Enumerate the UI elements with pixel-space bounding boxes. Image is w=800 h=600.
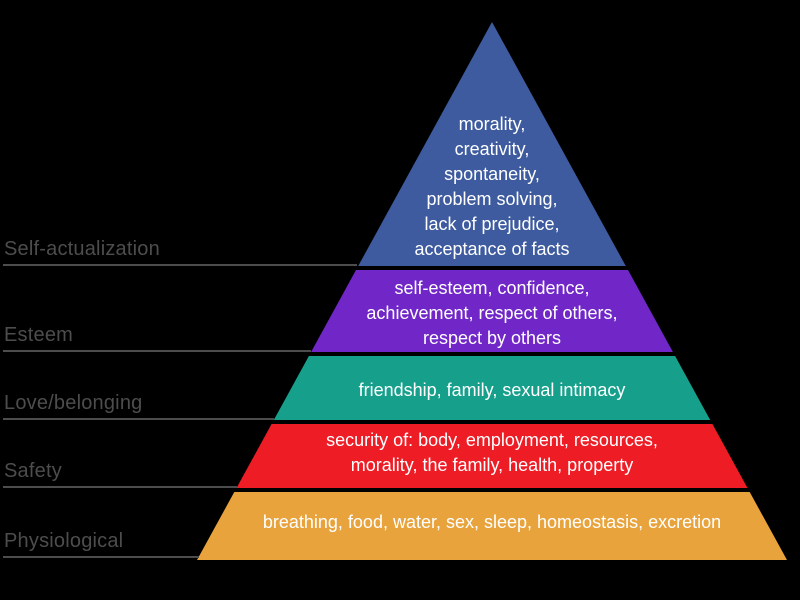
level-text-self-actualization: morality, creativity, spontaneity, probl… <box>332 112 652 262</box>
level-text-esteem: self-esteem, confidence, achievement, re… <box>312 276 672 351</box>
level-text-line: self-esteem, confidence, <box>394 278 590 298</box>
label-connector-line-safety <box>3 486 237 488</box>
level-label-love-belonging: Love/belonging <box>4 392 143 414</box>
label-connector-line-physiological <box>3 556 199 558</box>
level-text-line: morality, the family, health, property <box>350 455 634 475</box>
level-text-line: achievement, respect of others, <box>366 303 618 323</box>
level-text-line: morality, <box>458 114 526 134</box>
level-text-line: breathing, food, water, sex, sleep, home… <box>262 512 722 532</box>
level-text-safety: security of: body, employment, resources… <box>262 428 722 478</box>
level-text-line: security of: body, employment, resources… <box>326 430 658 450</box>
level-shape-esteem <box>311 270 673 352</box>
level-text-line: respect by others <box>422 328 562 348</box>
level-text-love-belonging: friendship, family, sexual intimacy <box>292 378 692 403</box>
label-connector-line-love-belonging <box>3 418 274 420</box>
level-text-line: spontaneity, <box>444 164 540 184</box>
level-text-physiological: breathing, food, water, sex, sleep, home… <box>212 510 772 535</box>
level-text-line: acceptance of facts <box>414 239 570 259</box>
level-text-line: lack of prejudice, <box>424 214 560 234</box>
level-text-line: friendship, family, sexual intimacy <box>358 380 626 400</box>
level-shape-self-actualization <box>358 22 626 266</box>
level-label-self-actualization: Self-actualization <box>4 238 160 260</box>
level-text-line: problem solving, <box>426 189 558 209</box>
label-connector-line-self-actualization <box>3 264 357 266</box>
level-label-esteem: Esteem <box>4 324 74 346</box>
label-connector-line-esteem <box>3 350 311 352</box>
level-shape-physiological <box>197 492 787 560</box>
level-label-physiological: Physiological <box>4 530 124 552</box>
level-shape-love-belonging <box>273 356 711 420</box>
level-label-safety: Safety <box>4 460 62 482</box>
level-text-line: creativity, <box>454 139 530 159</box>
level-shape-safety <box>236 424 748 488</box>
